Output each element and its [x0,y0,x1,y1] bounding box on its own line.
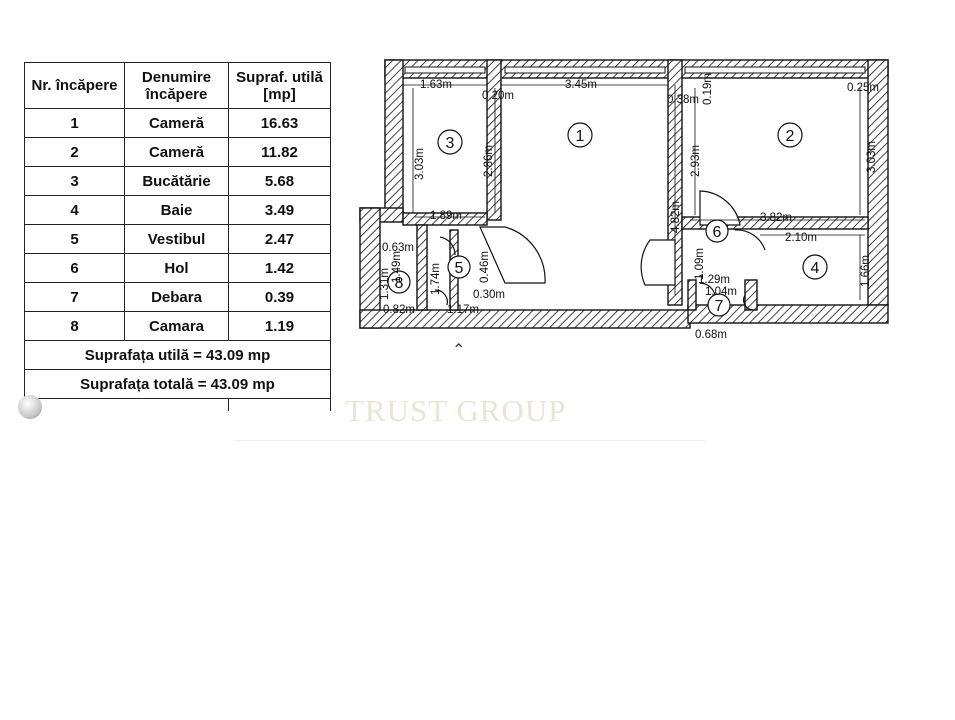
table-row: 2 Cameră 11.82 [24,137,331,167]
room-area: 3.49 [228,195,331,225]
dim-0-25: 0.25m [847,82,879,94]
dim-1-66: 1.66m [860,255,872,287]
dim-2-86: 2.86m [483,145,495,177]
table-row: 3 Bucătărie 5.68 [24,166,331,196]
dim-3-03-right: 3.03m [866,141,878,173]
room-number: 5 [24,224,125,254]
dim-4-82: 4.82m [670,201,682,233]
dimension-labels: 1.63m 0.20m 3.45m 0.19m 0.38m 0.25m 3.03… [379,73,879,341]
room-number-8: 8 [395,275,404,292]
dim-1-17: 1.17m [447,304,479,316]
room-area: 11.82 [228,137,331,167]
room-area: 5.68 [228,166,331,196]
dim-0-20: 0.20m [482,90,514,102]
room-name: Debara [124,282,229,312]
room-markers [387,122,828,317]
room-number-1: 1 [576,128,585,145]
room-marker-1 [567,122,593,148]
room-marker-3 [437,129,463,155]
dim-3-82: 3.82m [760,212,792,224]
room-number-7: 7 [715,298,724,315]
useful-area-total: Suprafața utilă = 43.09 mp [24,340,331,370]
room-marker-5 [447,255,471,279]
dim-0-38: 0.38m [667,94,699,106]
table-row: 8 Camara 1.19 [24,311,331,341]
faded-background-lines [235,440,705,511]
watermark: TRUST GROUP [345,393,567,428]
dim-1-89: 1.89m [430,210,462,222]
header-room-area: Supraf. utilă [mp] [228,62,331,109]
room-name: Cameră [124,108,229,138]
room-name: Vestibul [124,224,229,254]
dim-1-31: 1.31m [379,268,391,300]
total-area-total: Suprafața totală = 43.09 mp [24,369,331,399]
room-marker-4 [802,254,828,280]
room-area: 2.47 [228,224,331,254]
room-area: 1.19 [228,311,331,341]
room-name: Camara [124,311,229,341]
header-room-number: Nr. încăpere [24,62,125,109]
dim-1-04: 1.04m [705,286,737,298]
room-area: 0.39 [228,282,331,312]
room-number-6: 6 [713,224,722,241]
total-area-row: Suprafața totală = 43.09 mp [24,369,331,399]
room-number-4: 4 [811,260,820,277]
table-row: 6 Hol 1.42 [24,253,331,283]
dim-1-29: 1.29m [698,274,730,286]
room-name: Bucătărie [124,166,229,196]
room-number: 8 [24,311,125,341]
room-number: 7 [24,282,125,312]
room-area: 16.63 [228,108,331,138]
windows [404,66,866,74]
dim-3-03-left: 3.03m [414,148,426,180]
room-number-3: 3 [446,135,455,152]
table-row: 4 Baie 3.49 [24,195,331,225]
dim-0-63: 0.63m [382,242,414,254]
dim-0-82: 0.82m [383,304,415,316]
table-row: 5 Vestibul 2.47 [24,224,331,254]
room-number: 1 [24,108,125,138]
table-row: 1 Cameră 16.63 [24,108,331,138]
room-number: 3 [24,166,125,196]
room-marker-2 [777,122,803,148]
table-header-row: Nr. încăpere Denumire încăpere Supraf. u… [24,62,331,109]
dim-2-93: 2.93m [690,145,702,177]
scan-punch-hole [18,395,42,419]
room-name: Hol [124,253,229,283]
room-number: 4 [24,195,125,225]
rooms-table: Nr. încăpere Denumire încăpere Supraf. u… [24,62,331,411]
dim-2-10: 2.10m [785,232,817,244]
room-name: Baie [124,195,229,225]
dim-0-68: 0.68m [695,329,727,341]
room-name: Cameră [124,137,229,167]
table-row: 7 Debara 0.39 [24,282,331,312]
room-area: 1.42 [228,253,331,283]
dim-1-74: 1.74m [430,263,442,295]
doors [434,190,766,311]
room-number: 6 [24,253,125,283]
dimension-lines [403,84,865,300]
useful-area-row: Suprafața utilă = 43.09 mp [24,340,331,370]
dim-1-09: 1.09m [694,248,706,280]
dim-1-49: 1.49m [391,251,403,283]
dim-1-63: 1.63m [420,79,452,91]
dim-0-46: 0.46m [479,251,491,283]
dim-0-19: 0.19m [702,73,714,105]
header-room-name: Denumire încăpere [124,62,229,109]
room-number-5: 5 [455,260,464,277]
cut-row [24,398,331,411]
dim-3-45: 3.45m [565,79,597,91]
floor-plan-drawing: 1 2 3 4 5 6 7 8 1.63m 0.20m 3.4 [359,59,889,341]
room-marker-7 [707,293,731,317]
room-numbers: 1 2 3 4 5 6 7 8 [395,128,820,315]
dim-0-30: 0.30m [473,289,505,301]
north-arrow-icon: ⌃ [452,342,466,359]
room-number: 2 [24,137,125,167]
room-number-2: 2 [786,128,795,145]
room-marker-8 [387,270,411,294]
